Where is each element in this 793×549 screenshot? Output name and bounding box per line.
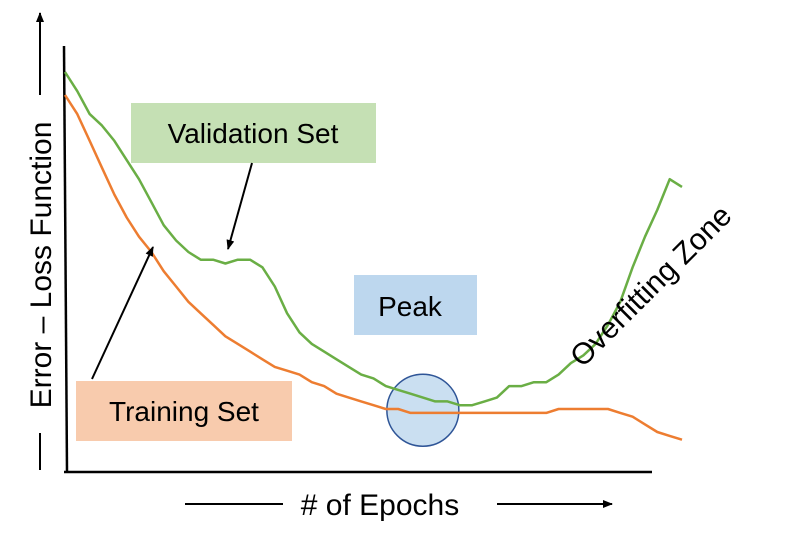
peak-label: Peak xyxy=(378,291,443,322)
series-line-validation xyxy=(63,71,683,407)
series-layer xyxy=(63,71,683,447)
y-axis xyxy=(62,45,69,473)
peak-label-box xyxy=(354,275,477,335)
validation-label: Validation Set xyxy=(168,118,339,149)
y-axis-label: Error – Loss Function xyxy=(25,122,58,409)
x-axis-label: # of Epochs xyxy=(301,489,459,522)
training-arrow xyxy=(91,246,154,380)
validation-label-box xyxy=(131,103,376,163)
validation-arrow xyxy=(226,162,253,250)
training-label-box xyxy=(76,381,292,441)
series-line-training xyxy=(63,94,683,441)
training-label: Training Set xyxy=(109,396,259,427)
